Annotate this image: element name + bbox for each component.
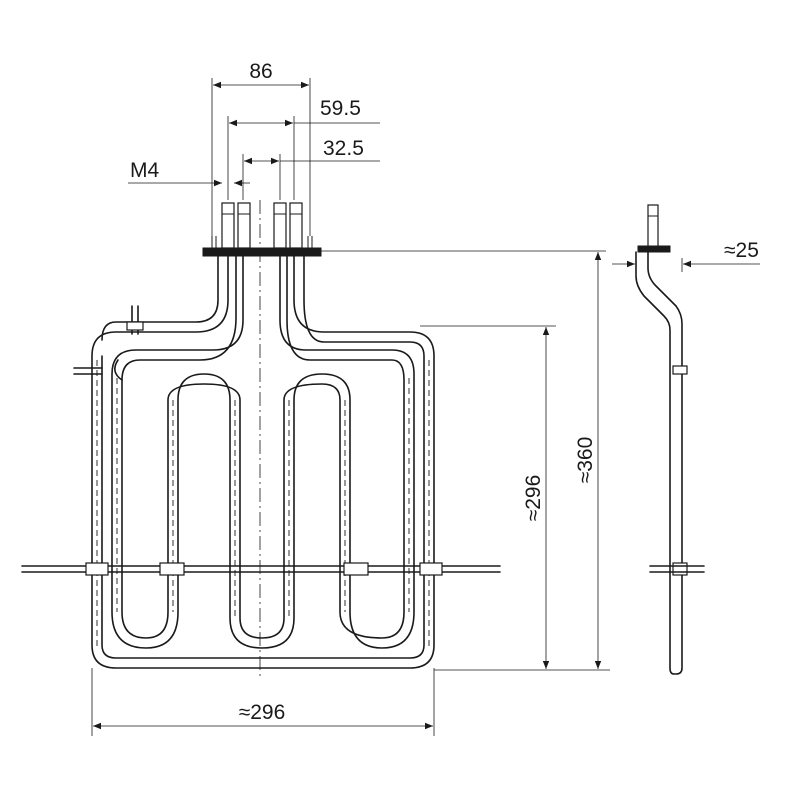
outer-tube-inner-wall	[101, 255, 219, 341]
inner-tube	[111, 255, 415, 649]
dim-side-offset: ≈25	[724, 239, 759, 262]
dim-m4: M4	[130, 159, 159, 182]
dim-32-5: 32.5	[323, 137, 364, 160]
terminal-pins	[221, 202, 303, 249]
side-view: ≈25	[612, 204, 800, 675]
outer-tube	[91, 255, 435, 669]
support-clip	[85, 562, 109, 576]
dim-86: 86	[249, 60, 272, 83]
side-tube	[635, 251, 683, 675]
dim-overall-height: ≈360	[574, 437, 597, 484]
dim-width: ≈296	[239, 701, 286, 724]
resistance-wire	[96, 360, 430, 650]
dim-59-5: 59.5	[320, 97, 361, 120]
mounting-flange	[202, 247, 322, 257]
front-view: 86 59.5 32.5 M4 ≈296 ≈296 ≈360	[21, 60, 610, 736]
dim-loop-height: ≈296	[522, 475, 545, 522]
